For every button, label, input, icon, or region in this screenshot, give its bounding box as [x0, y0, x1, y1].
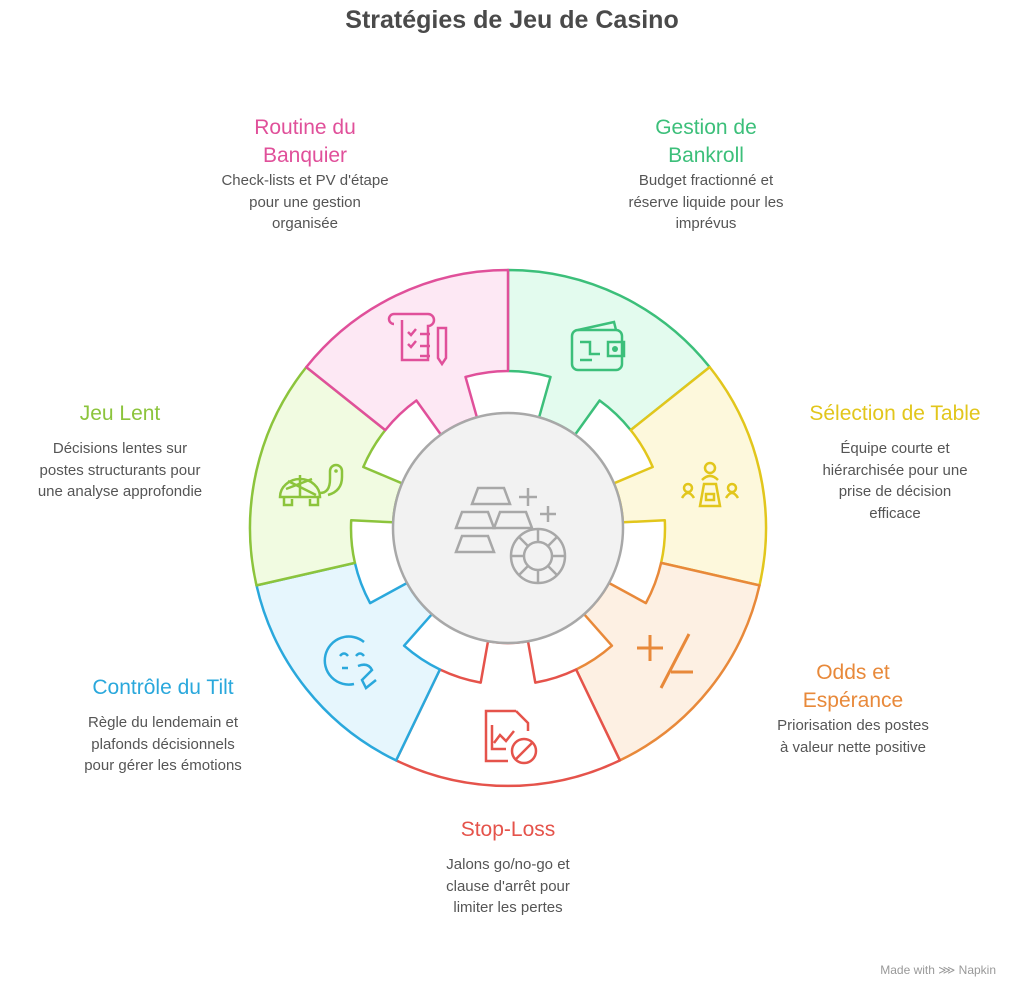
segment-routine-du-banquier [305, 268, 510, 436]
wallet-icon [570, 320, 626, 372]
segment-description: Décisions lentes sur [52, 440, 188, 457]
segment-description: limiter les pertes [453, 899, 563, 916]
segment-description: Priorisation des postes [777, 717, 929, 734]
segment-description: pour une gestion [249, 193, 361, 211]
segment-description: réserve liquide pour les [628, 193, 784, 211]
chart-stop-icon [484, 709, 538, 765]
gold-bars-and-casino-chip-icon [454, 486, 567, 585]
segment-stop-loss [394, 640, 622, 788]
segment-title: Sélection de Table [809, 402, 981, 425]
team-meeting-icon [680, 461, 740, 508]
segment-controle-du-tilt [255, 561, 442, 762]
segment-description: efficace [869, 504, 921, 522]
segment-odds-et-esperance [574, 561, 761, 762]
segment-description: à valeur nette positive [780, 738, 926, 756]
plus-minus-icon [637, 633, 693, 689]
segment-description: prise de décision [838, 483, 952, 500]
calm-face-icon [323, 635, 377, 690]
segment-description: plafonds décisionnels [91, 735, 235, 753]
segment-description: Équipe courte et [840, 440, 950, 457]
segment-title: Odds et [816, 661, 890, 684]
segment-description: Check-lists et PV d'étape [221, 172, 389, 189]
segment-description: clause d'arrêt pour [446, 877, 570, 895]
segment-description: une analyse approfondie [37, 483, 203, 500]
segment-description: postes structurants pour [39, 461, 201, 479]
turtle-icon [278, 463, 344, 507]
diagram-title: Stratégies de Jeu de Casino [345, 6, 679, 34]
segment-description: organisée [272, 215, 338, 232]
segment-title: Jeu Lent [79, 402, 161, 425]
segment-title: Routine du [254, 116, 356, 139]
segment-description: Règle du lendemain et [87, 714, 239, 731]
segment-title: Gestion de [655, 116, 757, 139]
segment-selection-de-table [612, 365, 768, 587]
segment-title: Bankroll [668, 144, 744, 167]
segment-description: Budget fractionné et [638, 172, 774, 189]
segment-jeu-lent [248, 365, 404, 587]
made-with-napkin-footer: Made with ⋙ Napkin [880, 963, 996, 977]
segment-description: Jalons go/no-go et [446, 856, 570, 873]
segment-title: Stop-Loss [460, 818, 556, 841]
segment-title: Espérance [802, 689, 904, 712]
segment-title: Banquier [262, 144, 348, 167]
segment-description: pour gérer les émotions [84, 757, 242, 774]
segment-title: Contrôle du Tilt [92, 676, 234, 699]
segment-description: imprévus [675, 215, 737, 232]
segment-description: hiérarchisée pour une [822, 461, 968, 479]
checklist-pen-icon [387, 312, 448, 367]
